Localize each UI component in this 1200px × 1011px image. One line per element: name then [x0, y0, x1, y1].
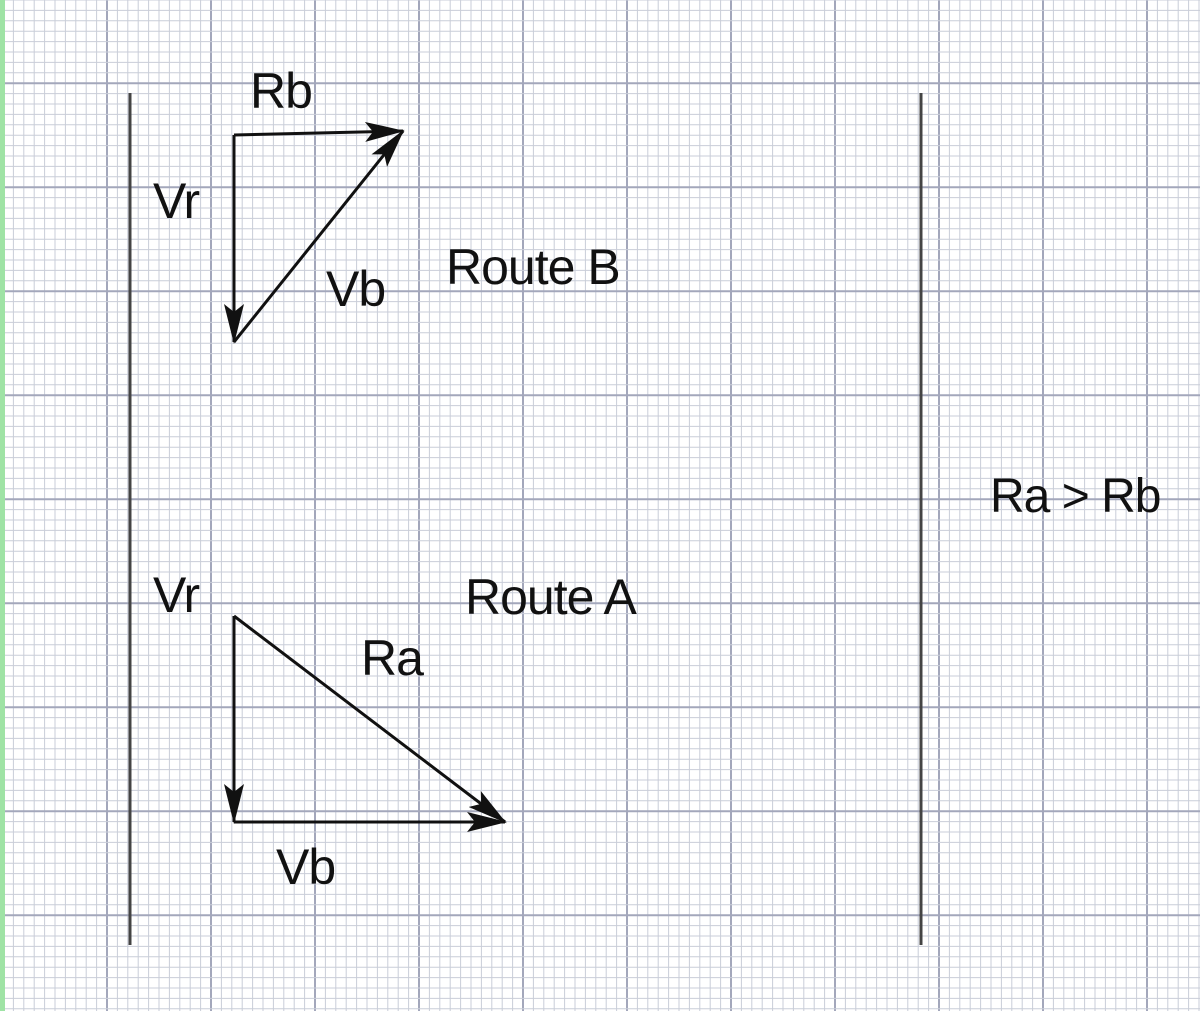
conclusion-text: Ra > Rb — [990, 470, 1160, 523]
route-a-ra-label: Ra — [361, 630, 424, 686]
route-a-vr-label: Vr — [153, 567, 199, 623]
route-a-triangle — [224, 614, 507, 832]
route-b-vr-label: Vr — [153, 173, 199, 229]
route-b-vb-label: Vb — [326, 261, 385, 317]
route-b-title: Route B — [446, 239, 620, 295]
route-a-vb-label: Vb — [276, 839, 335, 895]
left-edge-strip — [0, 0, 5, 1011]
route-b-rb-label: Rb — [250, 63, 312, 119]
route-b-vb-vector — [232, 129, 405, 343]
route-a-title: Route A — [465, 569, 638, 625]
route-a-ra-vector — [233, 614, 507, 824]
route-b-triangle — [224, 121, 405, 344]
